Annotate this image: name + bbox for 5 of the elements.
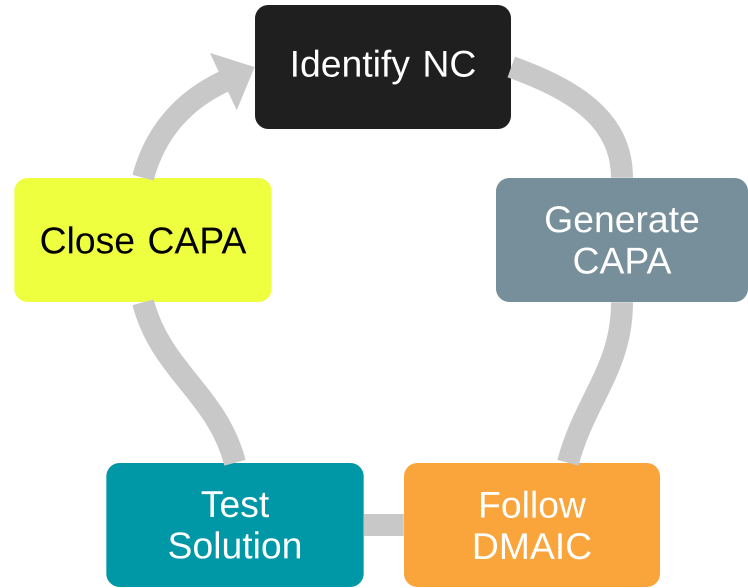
process-box: Generate CAPA [496, 178, 748, 302]
process-box: Identify NC [255, 4, 511, 129]
process-box: Follow DMAIC [404, 463, 660, 587]
process-box: Test Solution [106, 463, 364, 587]
process-box: Close CAPA [14, 178, 272, 302]
